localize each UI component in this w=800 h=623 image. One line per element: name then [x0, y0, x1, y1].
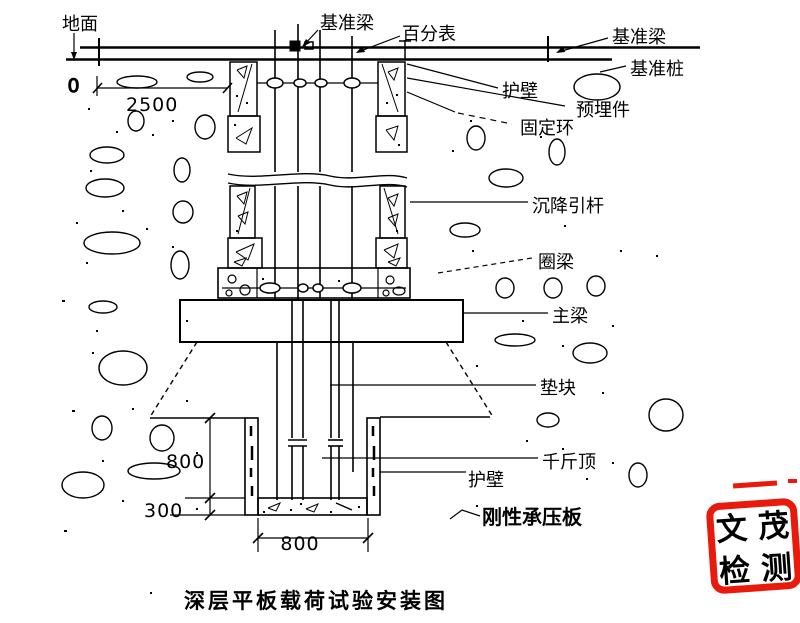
- label-cushion-block: 垫块: [540, 378, 576, 399]
- dim-800-left-text: 800: [166, 451, 205, 473]
- label-datum-beam-right: 基准梁: [612, 27, 666, 48]
- dim-2500: 0 2500: [67, 75, 233, 116]
- label-datum-beam-top: 基准梁: [320, 13, 374, 34]
- settlement-rods: [274, 24, 353, 300]
- label-embedded-part: 预埋件: [576, 100, 630, 121]
- shaft-wall-left-mid2: [227, 237, 263, 269]
- shaft-break-band: [227, 172, 408, 188]
- ring-beam: [217, 267, 411, 299]
- datum-beam: [66, 36, 700, 66]
- label-wall-bottom: 护壁: [468, 470, 504, 491]
- stamp-char-4: 测: [760, 549, 793, 587]
- label-dial-gauge: 百分表: [402, 24, 456, 45]
- dim-800-bottom-text: 800: [280, 533, 319, 555]
- company-stamp: 文 茂 检 测: [706, 498, 800, 594]
- label-datum-pile: 基准桩: [630, 59, 684, 80]
- pit-wall-left: [244, 417, 259, 516]
- label-ground: 地面: [62, 14, 98, 35]
- shaft-wall-left-upper: [229, 61, 258, 117]
- shaft-wall-left-upper2: [227, 115, 261, 153]
- stamp-char-2: 茂: [757, 508, 790, 546]
- pit-wall-right: [366, 417, 381, 516]
- shaft-wall-right-upper2: [375, 115, 408, 153]
- label-main-beam: 主梁: [552, 306, 588, 327]
- soil-pebbles: [61, 71, 684, 499]
- labels: 地面 基准梁 百分表 基准梁 基准桩 护壁 预埋件 固定环 沉降引杆 圈梁 主梁…: [62, 13, 684, 529]
- label-wall-top: 护壁: [502, 81, 538, 102]
- dim-300-text: 300: [144, 500, 183, 522]
- fixing-rings: [257, 77, 378, 89]
- stamp-char-3: 检: [718, 552, 751, 590]
- shaft-wall-right-mid2: [375, 237, 408, 269]
- stamp-ink-marks: [732, 479, 797, 489]
- label-ring-beam: 圈梁: [538, 252, 574, 273]
- soil-dots: [62, 108, 658, 594]
- main-beam: [179, 299, 464, 343]
- stamp-char-1: 文: [715, 510, 748, 548]
- leader-lines: [71, 29, 627, 520]
- label-settlement-rod: 沉降引杆: [532, 196, 604, 217]
- dim-zero-text: 0: [67, 75, 80, 97]
- dim-bottom-width: 800: [252, 518, 374, 555]
- label-jack: 千斤顶: [542, 452, 596, 473]
- shaft-wall-right-upper: [377, 61, 406, 117]
- shaft-wall-right-mid: [379, 185, 406, 239]
- label-fixing-ring: 固定环: [520, 118, 574, 139]
- diagram-caption: 深层平板载荷试验安装图: [184, 589, 448, 613]
- excavation-slope: [149, 341, 494, 419]
- dial-gauge-blocks: [289, 40, 314, 52]
- shaft-wall-left-mid: [229, 185, 256, 239]
- dim-2500-text: 2500: [126, 94, 178, 116]
- stamp-border: [706, 498, 800, 594]
- jack-column-assembly: [276, 300, 354, 500]
- dim-left-depth: 800 300: [144, 412, 245, 522]
- label-bearing-plate: 刚性承压板: [482, 505, 583, 529]
- bearing-plate: [257, 497, 368, 516]
